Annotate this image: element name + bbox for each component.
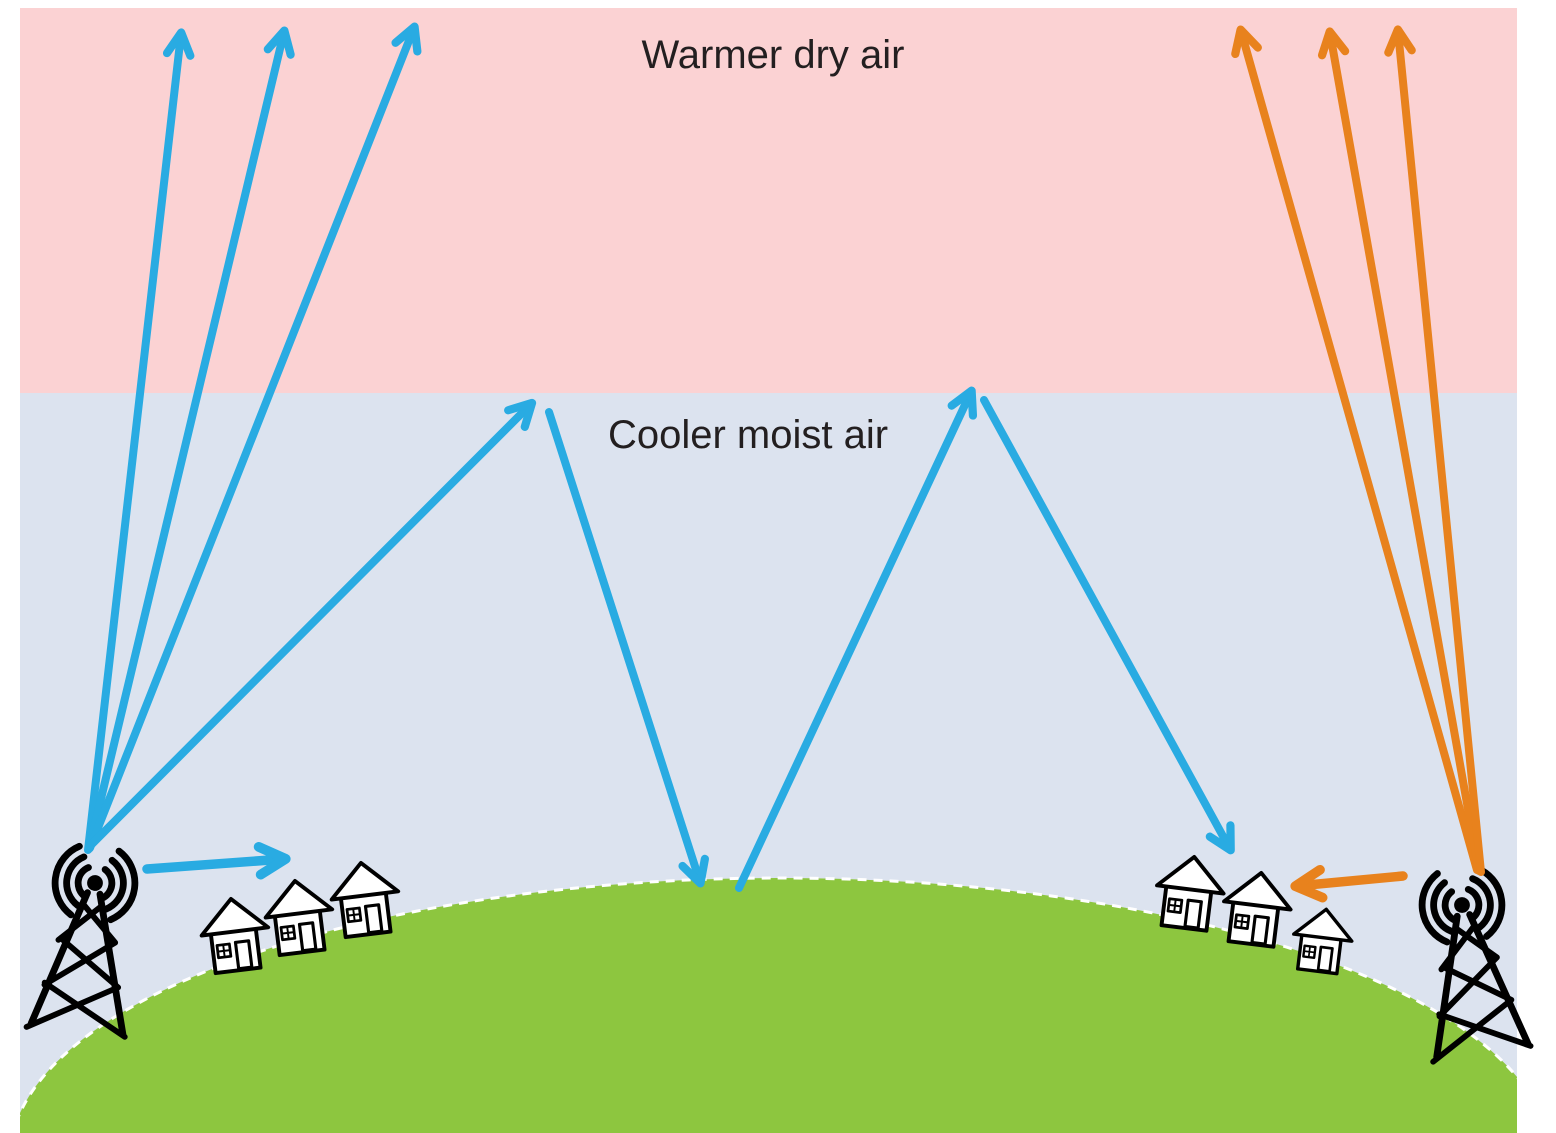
orange-escaping-wave-arrow-1 (1231, 25, 1481, 874)
blue-escaping-wave-arrow-2 (85, 26, 295, 853)
orange-escaping-wave-arrow-3 (1384, 25, 1485, 876)
blue-local-signal-arrow (142, 842, 291, 880)
orange-local-signal-arrow (1290, 864, 1408, 903)
blue-ducted-wave-segment-4 (980, 396, 1235, 855)
orange-escaping-wave-arrow-2 (1317, 27, 1483, 875)
blue-ducted-wave-segment-1 (86, 398, 537, 850)
blue-ducted-wave-segment-2 (545, 408, 709, 888)
blue-escaping-wave-arrow-3 (86, 22, 422, 852)
blue-escaping-wave-arrow-1 (84, 28, 195, 854)
blue-ducted-wave-segment-3 (735, 386, 978, 892)
ground-hill (20, 876, 1517, 1133)
warm-air-band (20, 8, 1517, 393)
